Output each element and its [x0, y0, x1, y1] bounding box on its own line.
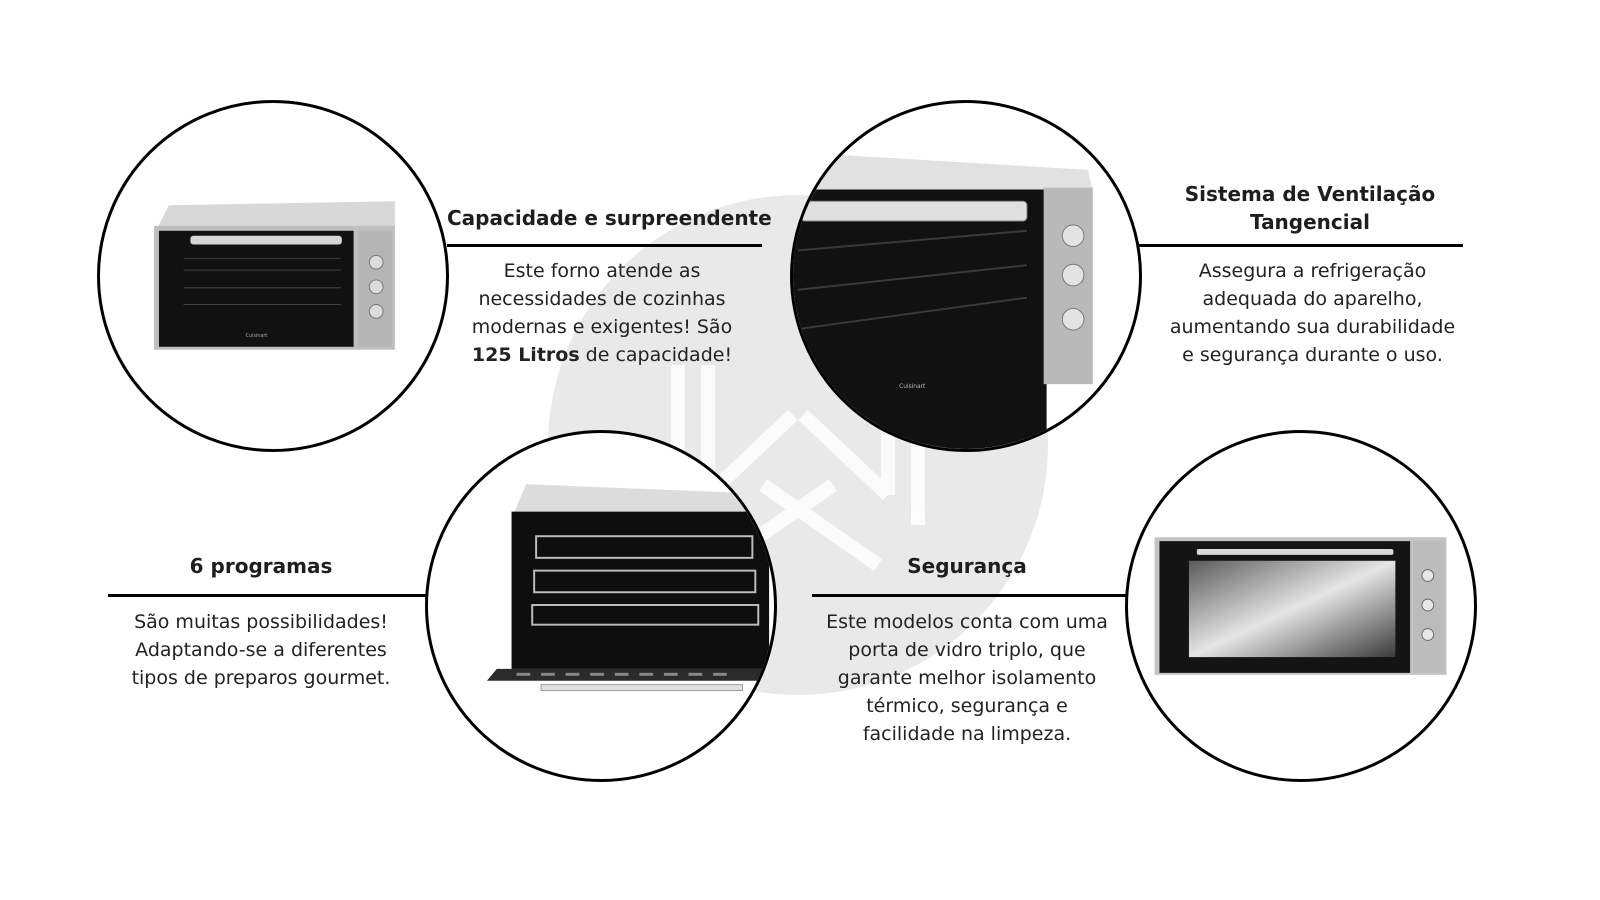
feature-title-programas: 6 programas: [189, 554, 333, 578]
text-line: necessidades de cozinhas: [478, 288, 726, 310]
text-line: térmico, segurança e: [866, 695, 1068, 717]
feature-title-seguranca: Segurança: [907, 554, 1027, 578]
text-line: Este modelos conta com uma: [826, 611, 1108, 633]
feature-title-ventilacao: Sistema de Ventilação Tangencial: [1160, 180, 1460, 236]
svg-text:Cuisinart: Cuisinart: [899, 384, 926, 390]
feature-title-capacidade: Capacidade e surpreendente: [447, 206, 772, 230]
divider-capacidade: [447, 244, 762, 247]
feature-text-ventilacao: Assegura a refrigeração adequada do apar…: [1160, 257, 1465, 369]
oven-open-photo: [425, 430, 777, 782]
text-line: adequada do aparelho,: [1202, 288, 1423, 310]
divider-programas: [108, 594, 428, 597]
text-line: tipos de preparos gourmet.: [131, 667, 391, 689]
text-line: facilidade na limpeza.: [862, 723, 1072, 745]
divider-seguranca: [812, 594, 1128, 597]
text-line: modernas e exigentes! São: [471, 316, 733, 338]
text-line-rest: de capacidade!: [579, 344, 733, 366]
feature-text-programas: São muitas possibilidades! Adaptando-se …: [108, 608, 414, 692]
feature-text-capacidade: Este forno atende as necessidades de coz…: [447, 257, 757, 369]
text-line: Este forno atende as: [503, 260, 701, 282]
capacity-highlight: 125 Litros: [471, 344, 580, 366]
text-line: garante melhor isolamento: [837, 667, 1097, 689]
feature-text-seguranca: Este modelos conta com uma porta de vidr…: [812, 608, 1122, 748]
oven-glass-photo: [1125, 430, 1477, 782]
text-line: e segurança durante o uso.: [1182, 344, 1443, 366]
divider-ventilacao: [1138, 244, 1463, 247]
brand-badge: Cuisinart: [245, 333, 267, 339]
oven-front-photo: Cuisinart: [97, 100, 449, 452]
text-line: porta de vidro triplo, que: [848, 639, 1086, 661]
oven-angle-photo: Cuisinart: [790, 100, 1142, 452]
text-line: aumentando sua durabilidade: [1169, 316, 1456, 338]
text-line: 125 Litros de capacidade!: [447, 341, 757, 369]
text-line: Assegura a refrigeração: [1198, 260, 1427, 282]
title-line: Sistema de Ventilação: [1184, 182, 1436, 206]
text-line: São muitas possibilidades!: [134, 611, 388, 633]
text-line: Adaptando-se a diferentes: [135, 639, 387, 661]
title-line: Tangencial: [1250, 210, 1370, 234]
